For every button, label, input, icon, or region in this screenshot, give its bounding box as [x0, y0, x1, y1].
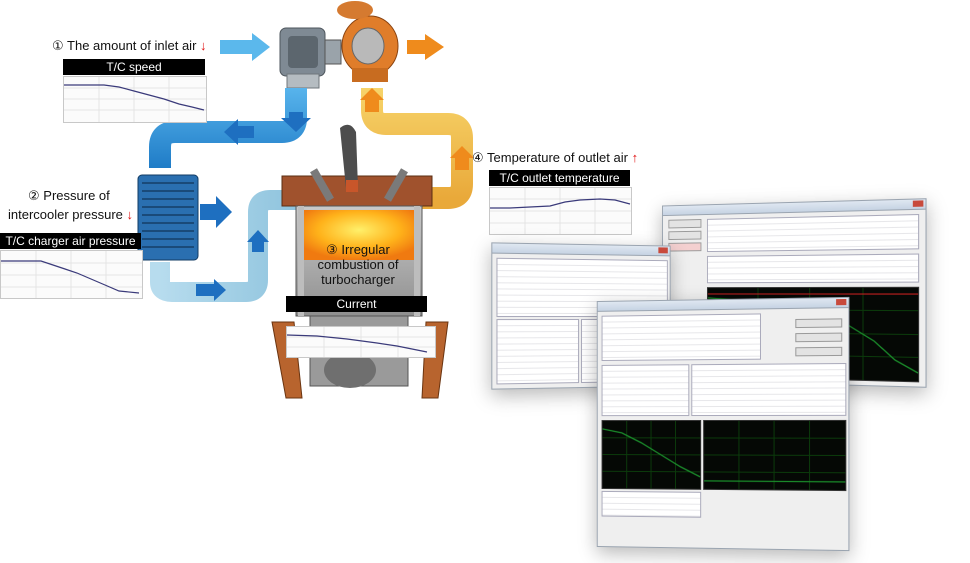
cool-air-pipe	[150, 190, 300, 302]
callout-inlet-text: The amount of inlet air	[67, 38, 197, 53]
window-button[interactable]	[668, 230, 702, 241]
oscilloscope-panel	[602, 420, 702, 490]
callout-intercooler-line2: intercooler pressure	[8, 207, 123, 222]
tc-speed-trend	[63, 76, 207, 123]
intercooler	[137, 174, 232, 261]
tc-charger-air-pressure-bar: T/C charger air pressure	[0, 233, 141, 249]
callout-intercooler-number: ②	[28, 188, 40, 203]
close-icon[interactable]	[836, 298, 847, 306]
data-grid	[691, 363, 847, 417]
callout-combustion-line3: turbocharger	[321, 272, 395, 287]
data-grid	[601, 364, 690, 417]
callout-outlet-number: ④	[472, 150, 484, 165]
callout-combustion-number: ③	[326, 242, 338, 257]
window-button[interactable]	[668, 242, 702, 252]
down-arrow-icon: ↓	[126, 207, 134, 222]
tc-charger-air-pressure-trend	[0, 250, 143, 299]
tc-outlet-temperature-trend	[489, 187, 632, 235]
cold-air-pipe	[149, 88, 311, 168]
callout-combustion: ③ Irregular combustion of turbocharger	[308, 242, 408, 287]
window-titlebar	[597, 297, 849, 312]
callout-inlet-number: ①	[52, 38, 64, 53]
close-icon[interactable]	[912, 200, 924, 207]
current-trend	[286, 326, 436, 358]
monitor-window-front	[596, 296, 850, 552]
callout-intercooler: ② Pressure of	[28, 186, 110, 205]
callout-combustion-line1: Irregular	[341, 242, 390, 257]
close-icon[interactable]	[658, 247, 668, 254]
callout-intercooler-line1: Pressure of	[43, 188, 110, 203]
current-trend-line	[286, 327, 435, 357]
callout-combustion-line2: combustion of	[317, 257, 399, 272]
callout-intercooler-line2-wrap: intercooler pressure ↓	[8, 205, 133, 224]
tc-charger-air-pressure-line	[1, 251, 142, 298]
window-button[interactable]	[795, 318, 843, 329]
window-titlebar	[492, 243, 670, 257]
oscilloscope-panel	[703, 420, 846, 491]
data-grid	[706, 213, 920, 253]
current-bar: Current	[286, 296, 427, 312]
window-button[interactable]	[795, 346, 843, 357]
callout-inlet: ① The amount of inlet air ↓	[52, 38, 207, 54]
turbocharger	[279, 1, 399, 89]
window-button[interactable]	[668, 219, 702, 229]
exhaust-arrow	[407, 34, 444, 60]
data-grid	[496, 319, 580, 385]
data-grid	[601, 490, 702, 518]
up-arrow-icon: ↑	[631, 150, 639, 165]
callout-outlet: ④ Temperature of outlet air ↑	[472, 150, 638, 166]
tc-outlet-temperature-line	[490, 188, 631, 234]
tc-outlet-temperature-bar: T/C outlet temperature	[489, 170, 630, 186]
window-titlebar	[662, 199, 926, 217]
window-button[interactable]	[795, 332, 843, 343]
software-screenshots	[484, 194, 970, 554]
inlet-arrow	[220, 33, 270, 61]
data-grid	[706, 253, 920, 284]
down-arrow-icon: ↓	[200, 38, 207, 53]
data-grid	[601, 313, 761, 362]
tc-speed-bar: T/C speed	[63, 59, 205, 75]
callout-outlet-text: Temperature of outlet air	[487, 150, 628, 165]
hot-exhaust-pipe	[360, 88, 474, 209]
tc-speed-trend-line	[64, 77, 206, 122]
